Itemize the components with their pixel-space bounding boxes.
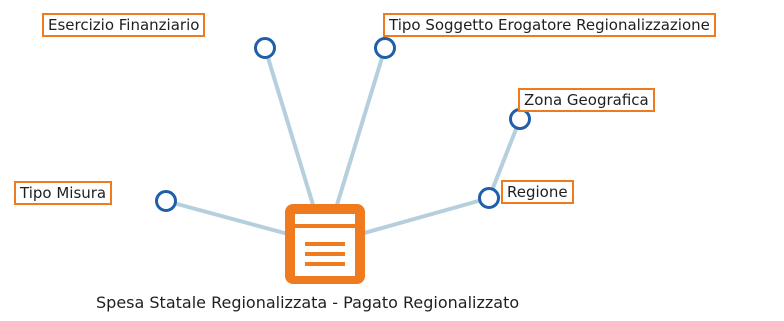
node-esercizio[interactable] [254, 37, 276, 59]
table-document-icon[interactable] [283, 202, 367, 286]
node-tipo-soggetto[interactable] [374, 37, 396, 59]
node-regione[interactable] [478, 187, 500, 209]
fact-label: Spesa Statale Regionalizzata - Pagato Re… [96, 293, 520, 312]
edge-regione-zona [487, 118, 522, 199]
node-tipo-misura[interactable] [155, 190, 177, 212]
label-tipo-soggetto[interactable]: Tipo Soggetto Erogatore Regionalizzazion… [383, 13, 716, 37]
label-esercizio[interactable]: Esercizio Finanziario [42, 13, 206, 37]
label-tipo-misura[interactable]: Tipo Misura [14, 181, 113, 205]
label-regione[interactable]: Regione [501, 180, 574, 204]
label-zona[interactable]: Zona Geografica [518, 88, 655, 112]
